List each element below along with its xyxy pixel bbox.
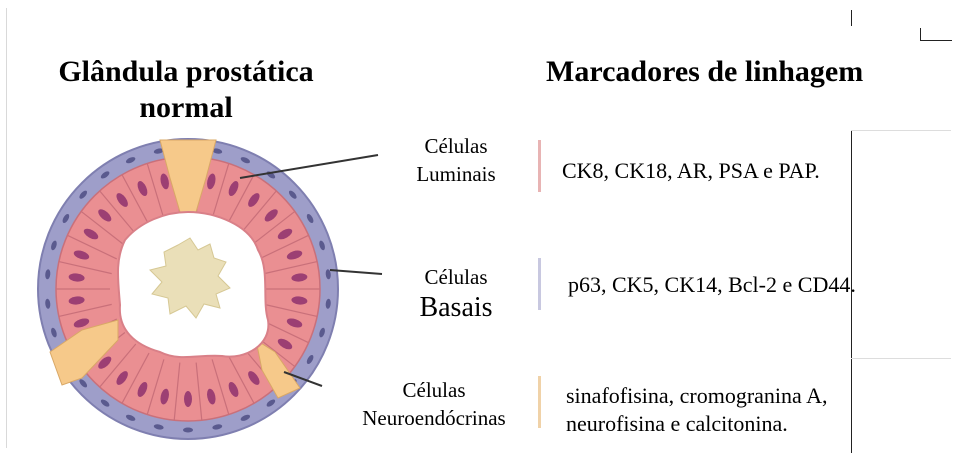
basal-markers: p63, CK5, CK14, Bcl-2 e CD44.: [568, 271, 856, 299]
basal-cells-label: Células Basais: [398, 263, 514, 325]
neuroendocrine-label-line1: Células: [330, 376, 538, 404]
basal-marker-bar: [538, 258, 541, 310]
basal-nucleus: [183, 428, 193, 433]
neuroendocrine-label-line2: Neuroendócrinas: [330, 404, 538, 432]
neuroendocrine-markers-line2: neurofisina e calcitonina.: [566, 410, 828, 438]
basal-label-line1: Células: [398, 263, 514, 291]
luminal-nucleus: [184, 391, 192, 407]
neuroendocrine-markers-line1: sinafofisina, cromogranina A,: [566, 382, 828, 410]
neuroendocrine-markers: sinafofisina, cromogranina A, neurofisin…: [566, 382, 828, 438]
neuroendocrine-cells-label: Células Neuroendócrinas: [330, 376, 538, 432]
luminal-markers: CK8, CK18, AR, PSA e PAP.: [562, 157, 820, 185]
basal-label-line2: Basais: [398, 291, 514, 325]
neuroendocrine-marker-bar: [538, 376, 541, 428]
luminal-cells-label: Células Luminais: [398, 132, 514, 188]
luminal-label-line1: Células: [398, 132, 514, 160]
luminal-marker-bar: [538, 140, 541, 192]
luminal-label-line2: Luminais: [398, 160, 514, 188]
